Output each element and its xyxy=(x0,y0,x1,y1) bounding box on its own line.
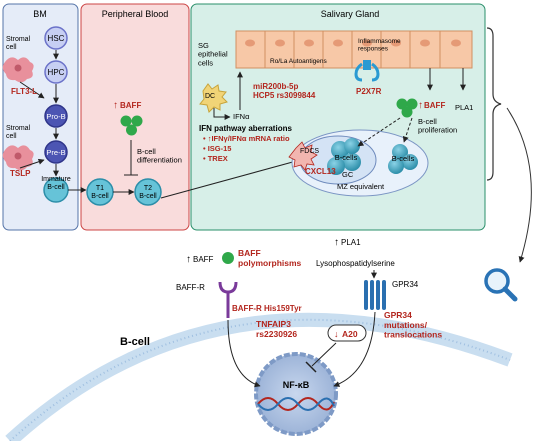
arrow-t2-mz xyxy=(160,158,301,199)
baffr-label: BAFF-R xyxy=(176,283,205,292)
dc-label: DC xyxy=(205,93,215,100)
ifn-title: IFN pathway aberrations xyxy=(199,124,292,133)
preb-label: Pre-B xyxy=(46,148,65,157)
arrow-tslp xyxy=(19,158,45,169)
inhibit-a20-bar xyxy=(305,361,317,373)
ifna-label: IFNα xyxy=(233,112,250,121)
cxcl13-label: CXCL13 xyxy=(305,167,336,176)
ifn-item-2: • ISG-15 xyxy=(203,144,231,153)
sg-baff-up: ↑ xyxy=(418,100,423,111)
arrow-baff-mz xyxy=(402,117,413,143)
bcell-membrane-inner xyxy=(9,318,511,441)
pb-baff-label: BAFF xyxy=(120,101,141,110)
p2x7r-label: P2X7R xyxy=(356,87,382,96)
zoom-arrow xyxy=(506,107,532,263)
nucleus xyxy=(254,352,338,436)
bcell-label: B-cell xyxy=(120,336,150,348)
arrow-baff-gc xyxy=(357,117,401,147)
baff-trimer-sg xyxy=(396,98,418,118)
epithelial-cell-row xyxy=(235,30,473,69)
inhibit-a20 xyxy=(311,342,337,367)
bcell-baff-small: BAFF xyxy=(193,255,214,264)
hpc-label: HPC xyxy=(48,68,65,77)
sg-pla1-label: PLA1 xyxy=(455,103,473,112)
nfkb-label: NF-κB xyxy=(283,380,310,390)
gc-label: GC xyxy=(342,170,354,179)
dna-icon xyxy=(257,397,335,411)
peripheral-title: Peripheral Blood xyxy=(102,9,169,19)
bcell-baff-up: ↑ xyxy=(186,254,191,265)
bm-title: BM xyxy=(33,9,47,19)
pla1-up: ↑ xyxy=(334,237,339,248)
tslp-label: TSLP xyxy=(10,169,31,178)
gpr34-label: GPR34 xyxy=(392,280,419,289)
hsc-label: HSC xyxy=(48,34,65,43)
baff-trimer-pb xyxy=(120,115,143,136)
stromal-cell-2 xyxy=(2,145,34,171)
arrow-baffr-nfkb xyxy=(227,319,261,388)
arrow-gpr-nfkb xyxy=(333,311,376,387)
sg-bracket xyxy=(486,27,502,181)
dc-cell xyxy=(199,83,228,113)
mz-label: MZ equivalent xyxy=(337,182,385,191)
a20-label: A20 xyxy=(342,329,358,339)
receptor-icon xyxy=(218,281,238,318)
prob-label: Pro-B xyxy=(46,112,65,121)
flt3-label: FLT3-L xyxy=(11,87,37,96)
lyso-label: Lysophospatidylserine xyxy=(316,259,395,268)
rola-label: Ro/La Autoantigens xyxy=(270,58,327,65)
prob-cell xyxy=(44,104,68,128)
hcp5-label: HCP5 rs3099844 xyxy=(253,91,316,100)
bcell-cluster-1 xyxy=(327,138,361,175)
bcell-cluster-2 xyxy=(388,144,418,174)
bcell-pla1: PLA1 xyxy=(341,238,361,247)
t2-cell xyxy=(134,178,162,206)
salivary-title: Salivary Gland xyxy=(321,9,380,19)
t1-cell xyxy=(86,178,114,206)
fdcs-label: FDCS xyxy=(300,148,319,155)
hsc-cell xyxy=(44,26,68,50)
a20-down: ↓ xyxy=(334,329,339,339)
baffr-var-label: BAFF-R His159Tyr xyxy=(232,304,302,313)
stromal-cell-1 xyxy=(2,57,34,83)
baff-dot xyxy=(222,252,234,264)
ifn-item-3: • TREX xyxy=(203,154,228,163)
mir-label: miR200b-5p xyxy=(253,82,298,91)
bcells-label-1: B-cells xyxy=(335,153,358,162)
bcells-label-2: B-cells xyxy=(392,154,415,163)
hpc-cell xyxy=(44,60,68,84)
sg-baff-label: BAFF xyxy=(424,101,445,110)
a20-box xyxy=(327,324,367,342)
arrow-flt3 xyxy=(19,81,45,99)
magnifier-icon xyxy=(484,268,518,302)
pb-baff-up: ↑ xyxy=(113,100,118,111)
ifn-item-1: • ↑IFNγ/IFNα mRNA ratio xyxy=(203,134,290,143)
p2x7r-receptor xyxy=(354,60,380,82)
fdcs-cell xyxy=(288,141,318,171)
preb-cell xyxy=(44,140,68,164)
gpr34-receptor xyxy=(364,280,386,310)
arrow-dc-ifna xyxy=(213,108,231,120)
